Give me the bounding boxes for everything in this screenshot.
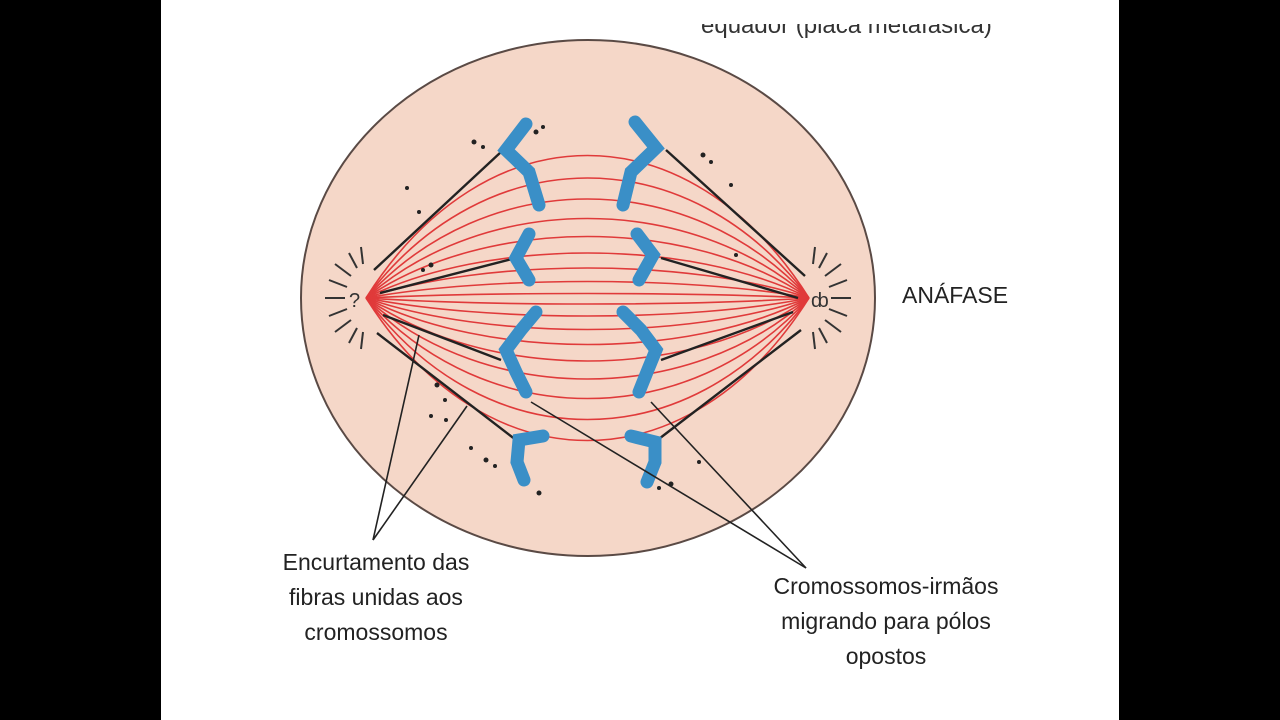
- centrosome-right-icon: ȸ: [811, 246, 851, 350]
- kinetochore-fiber: [660, 310, 794, 362]
- kinetochore-fiber: [665, 149, 806, 277]
- chromosome: [497, 117, 546, 212]
- leader-line-left-b: [372, 405, 468, 541]
- leader-line-right-a: [650, 401, 807, 569]
- kinetochore-fiber: [379, 256, 517, 295]
- leader-lines: [372, 334, 807, 569]
- spindle-fiber: [365, 217, 810, 299]
- spindle-fiber: [365, 297, 810, 400]
- kinetochore-fiber: [650, 329, 802, 446]
- spindle-fiber: [365, 297, 810, 346]
- diagram-panel: ? ȸ: [161, 0, 1119, 720]
- chromosome: [616, 305, 664, 399]
- chromosome: [630, 227, 661, 287]
- kinetochore-fiber: [373, 151, 502, 271]
- leader-line-left-a: [372, 334, 420, 541]
- spindle-fiber: [365, 252, 810, 299]
- callout-fiber-shortening: Encurtamento das fibras unidas aos cromo…: [282, 549, 470, 645]
- spindle-fiber: [365, 297, 810, 380]
- centrosome-left-icon: ?: [325, 246, 364, 350]
- kinetochore-fiber: [382, 313, 502, 362]
- leader-line-right-b: [530, 401, 807, 569]
- phase-label: ANÁFASE: [902, 282, 1009, 308]
- kinetochore-fiber: [660, 256, 799, 300]
- chromosome: [616, 115, 665, 212]
- spindle-fiber: [365, 177, 810, 299]
- chromosomes: [497, 115, 665, 489]
- kinetochore-fiber: [376, 332, 517, 441]
- spindle-fiber: [365, 198, 810, 299]
- callout-sister-chromosomes: Cromossomos-irmãos migrando para pólos o…: [773, 573, 999, 669]
- spindle-fiber: [365, 292, 810, 299]
- spindle-fiber: [365, 235, 810, 299]
- spindle-fiber: [365, 280, 810, 299]
- spindle-fiber: [365, 297, 810, 421]
- spindle-fiber: [365, 297, 810, 305]
- chromosome: [498, 305, 543, 399]
- kinetochore-fibers: [373, 149, 806, 446]
- svg-text:?: ?: [349, 290, 360, 312]
- spindle-fiber: [365, 297, 810, 317]
- chromosome: [508, 227, 536, 287]
- chromosome: [510, 429, 550, 487]
- chromosome: [624, 429, 662, 489]
- top-label: equador (placa metafásica): [701, 12, 992, 39]
- anaphase-diagram: ? ȸ: [300, 39, 876, 569]
- svg-text:ȸ: ȸ: [811, 290, 829, 312]
- spindle-fiber: [365, 297, 810, 331]
- cell-membrane: [300, 39, 876, 557]
